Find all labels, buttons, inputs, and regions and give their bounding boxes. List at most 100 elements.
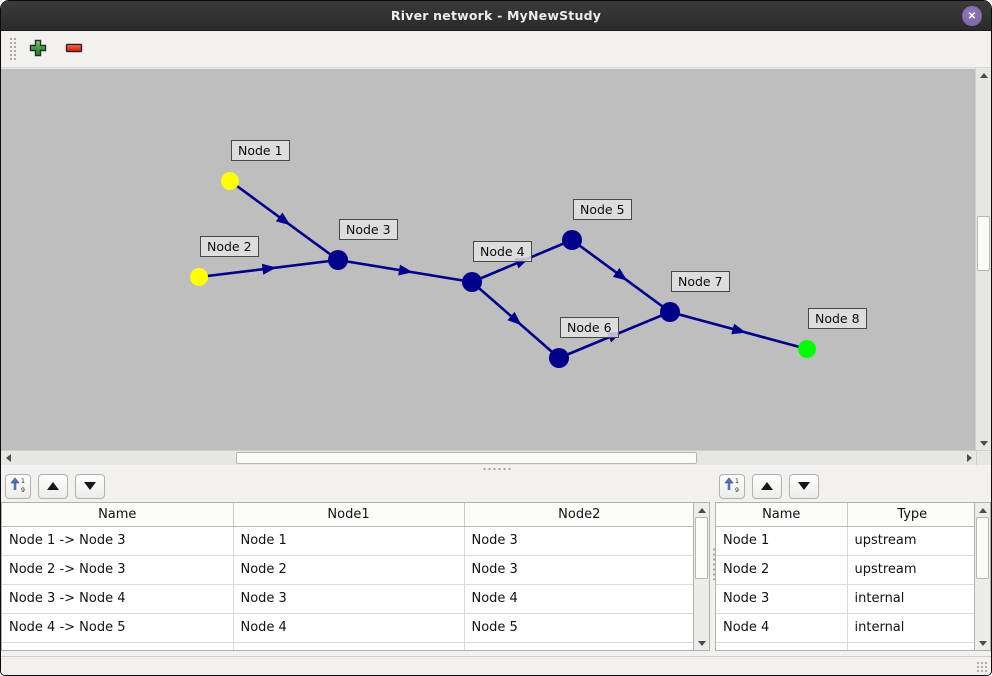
- table-cell[interactable]: Node 5: [464, 613, 693, 643]
- table-cell[interactable]: Node 3 -> Node 4: [2, 584, 234, 614]
- table-cell[interactable]: Node 3: [233, 584, 465, 614]
- node-label[interactable]: Node 3: [339, 219, 398, 240]
- sort-button[interactable]: 1 9: [5, 473, 31, 499]
- nodes-table-scrollbar[interactable]: [975, 502, 991, 651]
- status-bar: [1, 656, 991, 675]
- scrollbar-thumb[interactable]: [695, 517, 708, 579]
- move-down-button[interactable]: [75, 473, 105, 499]
- canvas-horizontal-scrollbar[interactable]: [1, 450, 991, 465]
- scroll-up-icon: [697, 507, 706, 513]
- scroll-up-button[interactable]: [694, 503, 709, 517]
- river-node[interactable]: [549, 348, 569, 368]
- table-cell[interactable]: internal: [847, 584, 974, 614]
- scroll-left-icon: [5, 454, 11, 462]
- move-up-button[interactable]: [752, 473, 782, 499]
- table-cell[interactable]: internal: [847, 613, 974, 643]
- river-node[interactable]: [660, 302, 680, 322]
- move-down-icon: [84, 482, 96, 490]
- move-up-icon: [47, 482, 59, 490]
- remove-node-button[interactable]: [64, 39, 84, 59]
- column-header[interactable]: Name: [2, 503, 234, 527]
- node-label[interactable]: Node 8: [808, 308, 867, 329]
- scroll-down-button[interactable]: [694, 636, 709, 650]
- column-header[interactable]: Node2: [464, 503, 693, 527]
- node-label[interactable]: Node 7: [671, 271, 730, 292]
- table-cell[interactable]: Node 3: [464, 555, 693, 585]
- scrollbar-thumb[interactable]: [236, 452, 697, 464]
- scroll-right-button[interactable]: [962, 451, 976, 465]
- svg-text:1: 1: [735, 478, 739, 485]
- move-down-button[interactable]: [789, 473, 819, 499]
- scroll-down-icon: [978, 640, 987, 646]
- table-cell[interactable]: upstream: [847, 526, 974, 556]
- column-header[interactable]: Type: [847, 503, 974, 527]
- scroll-up-button[interactable]: [975, 503, 990, 517]
- resize-grip[interactable]: [975, 660, 988, 673]
- table-cell[interactable]: Node 3: [464, 526, 693, 556]
- node-label[interactable]: Node 4: [473, 241, 532, 262]
- move-up-button[interactable]: [38, 473, 68, 499]
- river-node[interactable]: [462, 272, 482, 292]
- table-cell[interactable]: Node 4: [233, 613, 465, 643]
- scrollbar-track[interactable]: [975, 517, 990, 636]
- sort-ascending-icon: 1 9: [724, 477, 740, 496]
- node-label[interactable]: Node 6: [560, 317, 619, 338]
- column-header[interactable]: Name: [716, 503, 848, 527]
- scrollbar-thumb[interactable]: [977, 216, 990, 271]
- node-label[interactable]: Node 1: [231, 140, 290, 161]
- node-label[interactable]: Node 2: [200, 236, 259, 257]
- network-canvas[interactable]: Node 1 Node 2 Node 3 Node 4 Node 5 Node 6 Node…: [1, 68, 975, 450]
- title-bar[interactable]: River network - MyNewStudy ✕: [1, 1, 991, 31]
- table-cell[interactable]: Node 4 -> Node 5: [2, 613, 234, 643]
- add-node-button[interactable]: [28, 39, 48, 59]
- river-node[interactable]: [190, 268, 208, 286]
- table-cell[interactable]: Node 1: [716, 526, 848, 556]
- node-label[interactable]: Node 5: [573, 199, 632, 220]
- scrollbar-thumb[interactable]: [976, 517, 989, 579]
- scrollbar-track[interactable]: [15, 451, 962, 465]
- table-cell[interactable]: Node 1: [233, 526, 465, 556]
- column-header[interactable]: Node1: [233, 503, 465, 527]
- splitter-handle-icon: [481, 465, 511, 470]
- table-cell[interactable]: Node 4: [464, 584, 693, 614]
- table-cell[interactable]: Node 1 -> Node 3: [2, 526, 234, 556]
- scrollbar-track[interactable]: [694, 517, 709, 636]
- table-cell[interactable]: Node 2: [233, 555, 465, 585]
- horizontal-splitter[interactable]: [1, 465, 991, 470]
- close-button[interactable]: ✕: [962, 6, 982, 26]
- table-cell[interactable]: upstream: [847, 555, 974, 585]
- scroll-left-button[interactable]: [1, 451, 15, 465]
- table-cell[interactable]: Node 2 -> Node 3: [2, 555, 234, 585]
- table-cell[interactable]: Node 2: [716, 555, 848, 585]
- scroll-up-button[interactable]: [976, 68, 991, 82]
- river-node[interactable]: [562, 230, 582, 250]
- canvas-vertical-scrollbar[interactable]: [975, 68, 991, 450]
- river-node[interactable]: [798, 340, 816, 358]
- river-node[interactable]: [328, 250, 348, 270]
- table-cell[interactable]: Node 4: [716, 613, 848, 643]
- flow-direction-arrow-icon: [261, 263, 277, 275]
- scroll-down-button[interactable]: [975, 636, 990, 650]
- sort-ascending-icon: 1 9: [10, 477, 26, 496]
- scroll-down-button[interactable]: [976, 436, 991, 450]
- move-up-icon: [761, 482, 773, 490]
- river-node[interactable]: [221, 172, 239, 190]
- scrollbar-track[interactable]: [976, 82, 991, 436]
- links-table-scrollbar[interactable]: [694, 502, 710, 651]
- toolbar-drag-handle[interactable]: [8, 36, 16, 62]
- sort-button[interactable]: 1 9: [719, 473, 745, 499]
- table-cell[interactable]: Node 3: [716, 584, 848, 614]
- vertical-splitter[interactable]: [710, 470, 715, 656]
- flow-direction-arrow-icon: [275, 212, 291, 226]
